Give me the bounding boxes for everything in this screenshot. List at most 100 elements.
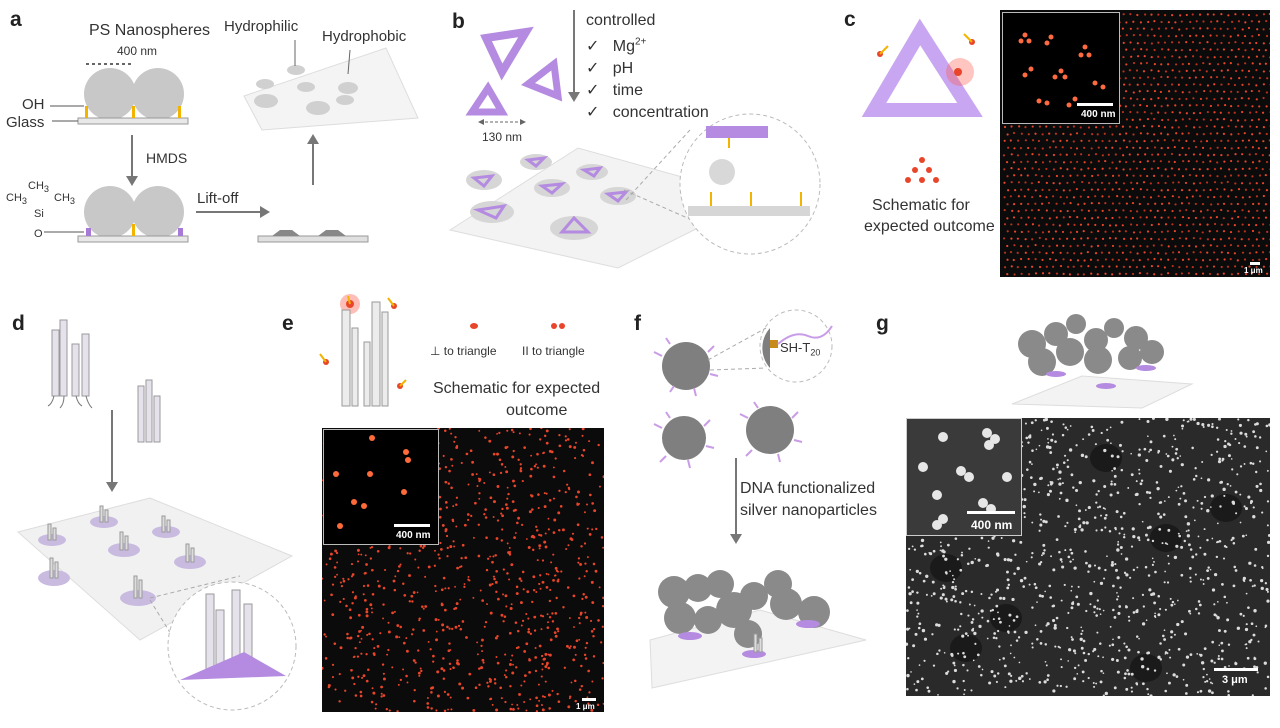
c-dot [1122,209,1125,212]
c-dot [1146,245,1149,248]
e-dot [372,691,376,695]
e-dot [587,669,590,673]
g-particle [1245,592,1248,595]
c-dot [1083,202,1086,205]
c-schematic-line2: expected outcome [864,218,995,235]
c-dot [1170,41,1174,44]
e-dot [418,619,421,622]
c-dot [1052,223,1055,226]
c-dot [1185,41,1188,44]
e-dot [486,557,490,560]
g-particle [1213,661,1216,664]
e-dot [568,697,571,700]
g-particle [1082,521,1086,525]
oh-label: OH [22,96,45,113]
c-dot [1202,20,1205,23]
e-dot [358,641,361,644]
g-particle [1057,515,1060,518]
c-dot [1223,90,1226,93]
g-particle [999,596,1003,600]
e-dot [541,559,545,562]
e-dot [600,536,604,539]
c-dot [1257,216,1260,220]
e-dot [405,637,408,640]
e-dot [552,578,555,582]
c-dot [1181,63,1184,66]
g-particle [1093,516,1097,519]
c-dot [1222,132,1226,135]
g-particle [1132,535,1136,539]
g-particle [991,536,995,540]
panel-letter-g: g [876,312,889,335]
c-dot [1034,243,1037,247]
e-dot [538,644,542,648]
e-dot [543,657,546,661]
c-dot [1020,188,1023,191]
e-dot [528,671,531,674]
g-particle [1115,568,1118,572]
c-dot [1135,223,1139,227]
g-particle [1009,652,1012,655]
g-particle [959,568,963,572]
e-dot [534,669,538,673]
c-dot [1161,118,1164,122]
c-dot [1048,132,1051,135]
c-dot [1247,210,1250,213]
c-dot [1174,76,1177,79]
c-dot [1237,48,1240,51]
g-particle [988,596,991,600]
c-dot [1262,13,1266,16]
c-dot [1103,188,1106,191]
g-particle [1093,647,1097,651]
e-dot [521,570,525,574]
g-particle [951,581,955,584]
c-dot [1233,237,1236,240]
c-dot [1173,145,1176,149]
e-dot [597,443,600,447]
g-particle [1244,506,1248,511]
c-dot [1034,189,1037,192]
c-dot [1097,202,1101,205]
e-dot [578,577,581,580]
e-dot [503,674,506,677]
c-dot [1132,160,1135,163]
g-particle [1247,418,1250,422]
c-dot [1173,174,1176,177]
c-dot [1255,195,1259,198]
g-particle [1100,514,1103,517]
c-dot [1230,105,1233,108]
c-dot [1210,203,1213,206]
c-dot [1094,152,1098,156]
e-dot [409,552,412,555]
c-dot [1020,272,1023,275]
e-dot [452,540,455,543]
e-dot [387,546,391,550]
e-dot [539,614,543,617]
e-dot [531,548,535,552]
e-dot [325,635,328,638]
c-dot [1269,251,1270,254]
c-dot [1219,238,1222,241]
c-dot [1250,119,1254,122]
c-dot [1136,98,1139,101]
e-dot [525,709,528,712]
c-dot [1216,273,1219,276]
g-particle [1187,529,1190,532]
g-particle [1031,449,1034,452]
g-particle [1177,647,1181,651]
c-dot [1235,69,1238,73]
c-dot [1249,111,1252,114]
c-dot [1128,140,1131,143]
c-dot [1192,236,1195,240]
c-dot [1241,110,1244,114]
g-particle [1042,543,1046,547]
e-dot [517,516,521,520]
e-dot [386,653,389,656]
e-dot [552,497,556,500]
origami-size-label: 130 nm [482,130,523,144]
g-particle [1006,586,1010,590]
g-particle [1166,672,1168,675]
e-dot [426,697,429,699]
c-dot [1073,153,1077,156]
c-dot [1027,133,1030,136]
